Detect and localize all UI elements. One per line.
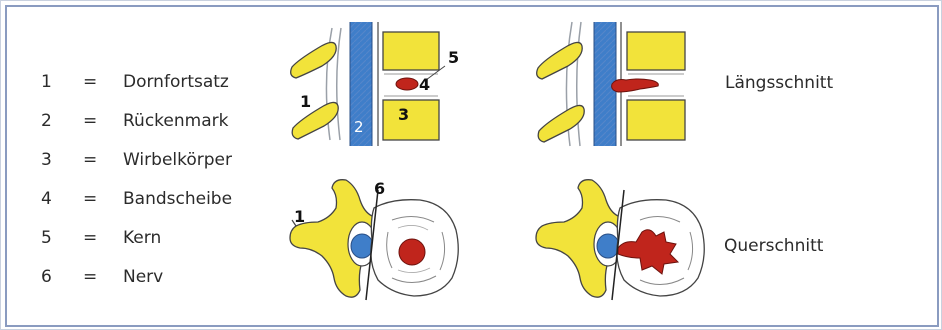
spinous-process xyxy=(537,42,583,79)
vertebral-body xyxy=(383,32,439,70)
disc-nucleus xyxy=(396,78,418,90)
vertebral-body xyxy=(627,32,685,70)
figure-label-cross-1: 1 xyxy=(294,207,305,226)
cross-section-label: Querschnitt xyxy=(724,236,824,256)
figure-label-1: 1 xyxy=(300,92,311,111)
spinal-cord-cross xyxy=(597,234,619,258)
disc-nucleus-cross xyxy=(399,239,425,265)
longitudinal-herniated-view xyxy=(537,22,685,146)
longitudinal-section-label: Längsschnitt xyxy=(725,73,833,93)
cross-section-herniated-view xyxy=(536,180,704,300)
figure-label-6: 6 xyxy=(374,179,385,198)
figure-label-5: 5 xyxy=(448,48,459,67)
figure-label-4: 4 xyxy=(419,75,430,94)
vertebral-body xyxy=(383,100,439,140)
figure-label-3: 3 xyxy=(398,105,409,124)
spinal-cord-cross xyxy=(351,234,373,258)
spinous-process xyxy=(538,105,584,142)
vertebral-body xyxy=(627,100,685,140)
herniated-nucleus xyxy=(612,79,659,92)
spinous-process xyxy=(291,42,337,78)
figure-label-2: 2 xyxy=(354,118,364,136)
